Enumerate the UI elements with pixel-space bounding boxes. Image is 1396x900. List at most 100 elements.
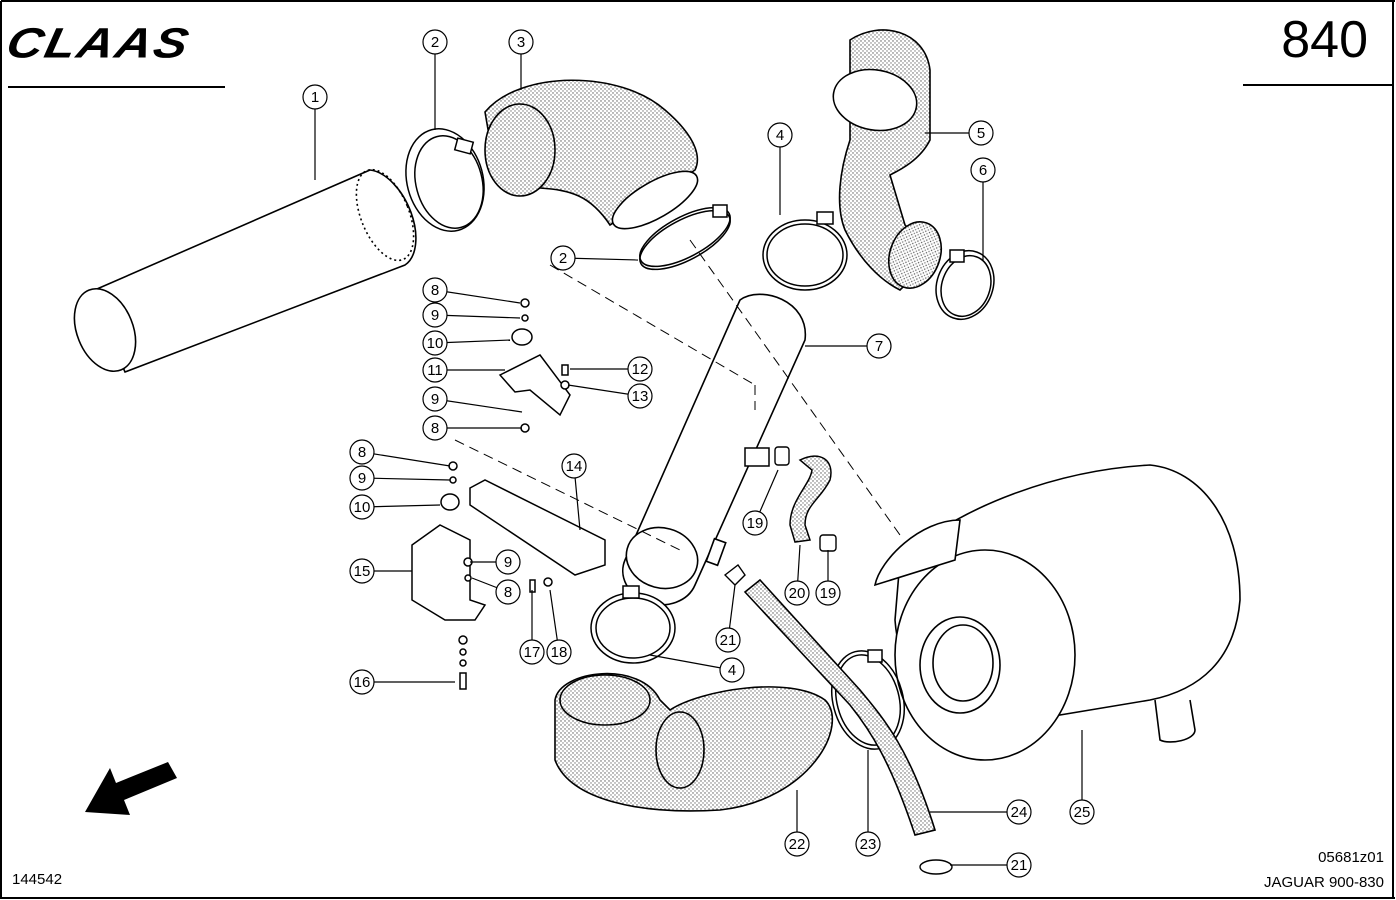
callout-11: 11 — [422, 357, 505, 383]
callout-22: 22 — [784, 790, 810, 857]
callout-18: 18 — [546, 589, 572, 665]
callout-number: 5 — [977, 125, 985, 142]
callout-number: 18 — [551, 644, 568, 661]
part-20-small-hose — [744, 447, 832, 543]
part-25-air-filter — [873, 464, 1241, 761]
callout-number: 14 — [566, 458, 583, 475]
callout-14: 14 — [561, 453, 587, 531]
callout-bubble — [715, 627, 741, 653]
callout-number: 8 — [504, 584, 512, 601]
callout-bubble — [784, 831, 810, 857]
callout-bubble — [422, 29, 448, 55]
part-4-clamp-upper — [762, 211, 848, 291]
direction-arrow-icon — [85, 762, 177, 815]
callout-number: 6 — [979, 162, 987, 179]
part-22-lower-hose — [554, 672, 834, 812]
callout-bubble — [968, 120, 994, 146]
callout-number: 3 — [517, 34, 525, 51]
callout-number: 2 — [559, 250, 567, 267]
callout-bubble — [422, 330, 448, 356]
callout-10: 10 — [422, 330, 511, 356]
page-number: 840 — [1281, 11, 1368, 69]
callout-8: 8 — [349, 439, 451, 467]
callout-number: 21 — [1011, 857, 1028, 874]
callout-number: 21 — [720, 632, 737, 649]
small-hose-clamps — [723, 446, 953, 875]
callout-number: 15 — [354, 563, 371, 580]
callout-8: 8 — [471, 577, 521, 605]
callout-number: 20 — [789, 585, 806, 602]
assembly-dash-lines — [454, 239, 901, 551]
callout-21: 21 — [950, 852, 1032, 878]
callout-bubble — [422, 386, 448, 412]
callout-bubble — [422, 415, 448, 441]
callout-2: 2 — [550, 245, 639, 271]
callout-25: 25 — [1069, 730, 1095, 825]
callout-1: 1 — [302, 84, 328, 180]
callout-number: 13 — [632, 388, 649, 405]
callout-bubble — [349, 669, 375, 695]
callout-leader — [434, 289, 521, 304]
callout-number: 23 — [860, 836, 877, 853]
sheet-reference: 144542 — [12, 871, 63, 888]
callout-9: 9 — [349, 465, 451, 491]
callout-bubble — [719, 657, 745, 683]
callout-number: 11 — [427, 362, 443, 379]
callout-bubble — [561, 453, 587, 479]
callout-bubble — [495, 579, 521, 605]
callout-19: 19 — [815, 550, 841, 606]
callout-bubble — [784, 580, 810, 606]
callout-8: 8 — [422, 277, 521, 304]
callout-number: 9 — [431, 307, 439, 324]
callout-leader — [649, 654, 733, 671]
callout-bubble — [815, 580, 841, 606]
callout-bubble — [422, 302, 448, 328]
callout-21: 21 — [715, 584, 741, 653]
callout-number: 8 — [431, 420, 439, 437]
callout-number: 12 — [632, 361, 649, 378]
callout-number: 2 — [431, 34, 439, 51]
callout-9: 9 — [422, 386, 523, 413]
callout-bubble — [349, 465, 375, 491]
part-6-clamp — [935, 249, 995, 321]
callout-bubble — [855, 831, 881, 857]
callout-number: 19 — [820, 585, 837, 602]
callout-bubble — [349, 494, 375, 520]
callout-number: 19 — [747, 515, 764, 532]
callout-9: 9 — [422, 302, 521, 328]
callout-leader — [434, 398, 523, 413]
callout-bubble — [1006, 852, 1032, 878]
callout-number: 8 — [358, 444, 366, 461]
callout-4: 4 — [767, 122, 793, 215]
part-5-elbow-pipe — [832, 29, 943, 291]
callout-bubble — [970, 157, 996, 183]
callout-19: 19 — [742, 469, 779, 536]
callout-2: 2 — [422, 29, 448, 130]
callout-bubble — [519, 639, 545, 665]
callout-9: 9 — [470, 549, 521, 575]
callout-number: 24 — [1011, 804, 1028, 821]
callout-13: 13 — [567, 383, 653, 409]
callout-bubble — [627, 356, 653, 382]
callout-number: 9 — [431, 391, 439, 408]
part-7-long-duct — [622, 293, 806, 606]
callout-bubble — [302, 84, 328, 110]
callout-17: 17 — [519, 590, 545, 665]
callout-number: 1 — [311, 89, 319, 106]
bracket-assemblies — [411, 298, 606, 690]
callout-number: 22 — [789, 836, 806, 853]
callout-bubble — [767, 122, 793, 148]
callout-8: 8 — [422, 415, 522, 441]
part-2-clamp-middle — [639, 204, 731, 271]
callout-number: 9 — [358, 470, 366, 487]
part-3-elbow-hose — [484, 79, 699, 230]
callout-12: 12 — [570, 356, 653, 382]
callout-24: 24 — [930, 799, 1032, 825]
callout-number: 10 — [354, 499, 371, 516]
callout-leader — [361, 451, 451, 467]
callout-number: 16 — [354, 674, 371, 691]
callout-16: 16 — [349, 669, 455, 695]
callout-bubble — [1069, 799, 1095, 825]
